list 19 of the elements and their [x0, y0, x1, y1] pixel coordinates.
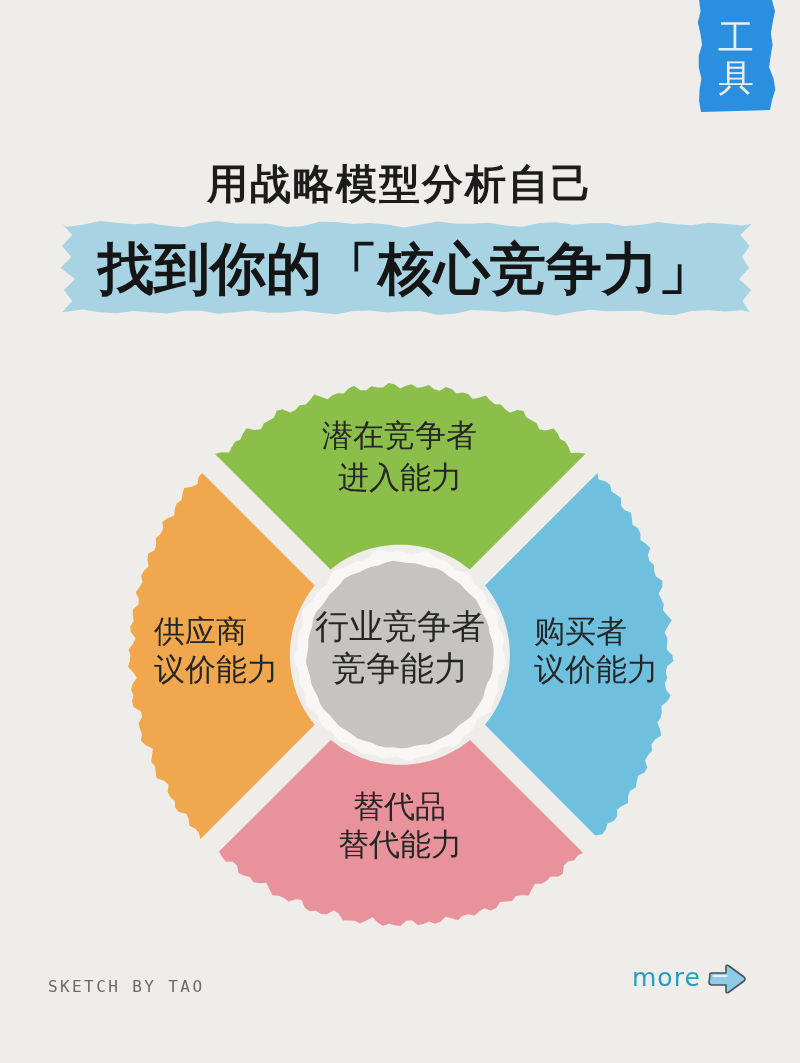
ring-segment: [214, 383, 586, 570]
segment-label: 替代能力: [338, 826, 462, 864]
category-text: 工具: [718, 18, 754, 98]
segment-label: 竞争能力: [332, 647, 468, 689]
ring-segment: [485, 472, 674, 836]
segment-label: 潜在竞争者: [322, 417, 478, 455]
segment-label: 议价能力: [534, 651, 658, 689]
ring-segment: [128, 472, 315, 840]
segment-label: 购买者: [534, 613, 627, 651]
segment-label: 替代品: [353, 788, 447, 826]
more-text: more: [632, 963, 701, 993]
category-tag: [697, 0, 775, 112]
segment-label: 行业竞争者: [315, 605, 485, 647]
ring-segment: [218, 740, 583, 927]
segment-label: 议价能力: [154, 651, 278, 689]
subtitle: 用战略模型分析自己: [206, 160, 594, 210]
credit-text: SKETCH BY TAO: [48, 977, 205, 997]
segment-label: 进入能力: [338, 459, 462, 497]
segment-label: 供应商: [154, 613, 247, 651]
